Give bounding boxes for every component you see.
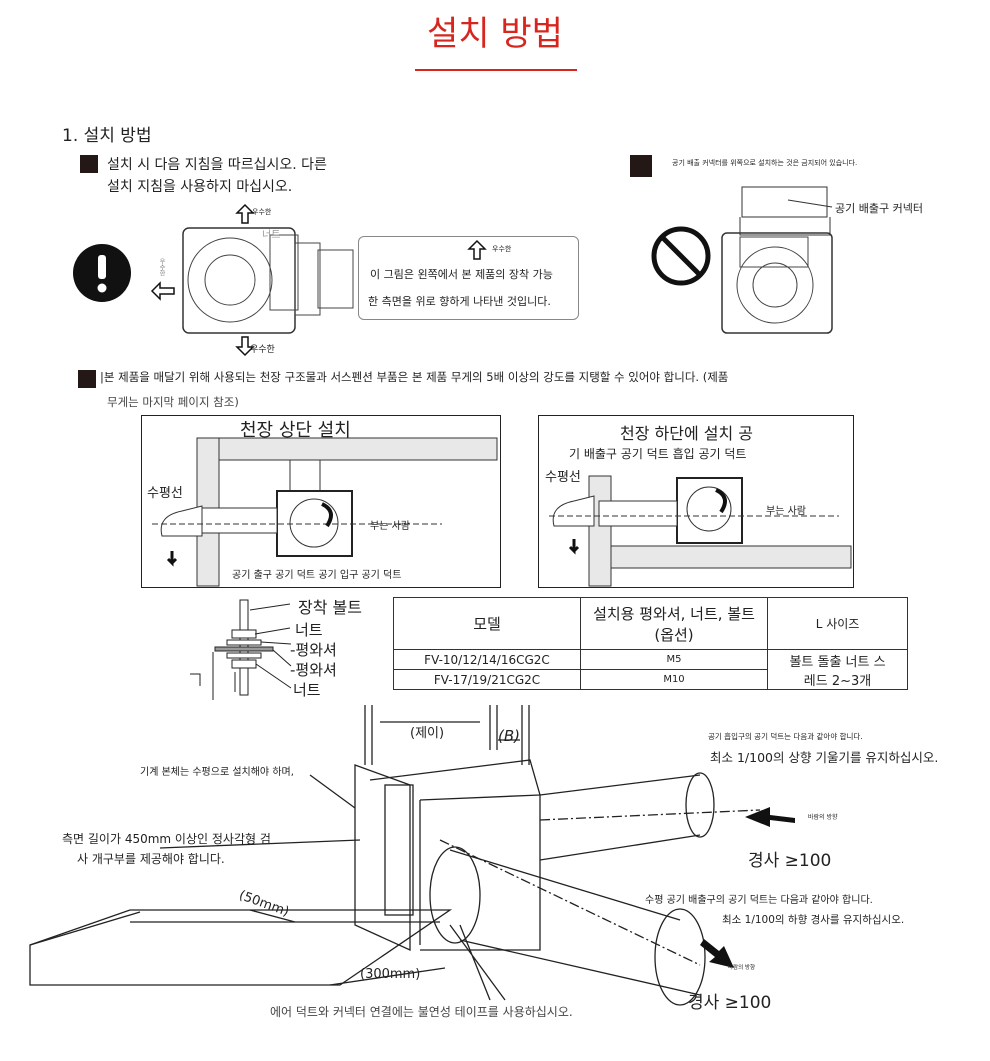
bolt-cell: M5 — [580, 649, 768, 670]
exhaust-line1: 수평 공기 배출구의 공기 덕트는 다음과 같아야 합니다. — [645, 895, 873, 906]
ceiling-lower-blade: 부는 사람 — [766, 506, 806, 517]
l-size-cell: 볼트 돌출 너트 스레드 2~3개 — [767, 649, 908, 690]
ceiling-upper-level: 수평선 — [147, 486, 183, 501]
dim-b-label: (B) — [498, 727, 520, 745]
title-underline — [415, 69, 577, 71]
bullet-square — [630, 155, 652, 177]
inspection-line2: 사 개구부를 제공해야 합니다. — [77, 852, 225, 866]
box-arrow-label: 우수한 — [492, 245, 512, 253]
top-orientation-label: 우수한 — [252, 208, 272, 216]
header-hardware: 설치용 평와셔, 너트, 볼트(옵션) — [580, 597, 768, 650]
ceiling-lower-level: 수평선 — [545, 470, 581, 485]
ceiling-lower-panel — [538, 415, 854, 588]
note2-line1: |본 제품을 매달기 위해 사용되는 천장 구조물과 서스펜션 부품은 본 제품… — [100, 370, 729, 384]
nut-label-top: 너트 — [295, 621, 323, 639]
ceiling-upper-duct: 공기 출구 공기 덕트 공기 입구 공기 덕트 — [232, 570, 402, 581]
note1-line1: 설치 시 다음 지침을 따르십시오. 다른 — [107, 157, 327, 173]
page-title: 설치 방법 — [427, 14, 563, 54]
explanation-box — [358, 236, 579, 320]
table-row: FV-17/19/21CG2C M10 — [393, 669, 908, 690]
box-line1: 이 그림은 왼쪽에서 본 제품의 장착 가능 — [370, 268, 553, 281]
ceiling-lower-diagram — [549, 475, 852, 587]
dim-a-label: (제이) — [410, 726, 445, 741]
nut-label-bottom: 너트 — [293, 681, 321, 699]
bolt-label: 장착 볼트 — [298, 598, 362, 617]
bolt-cell: M10 — [580, 669, 768, 690]
washer-label-2: -평와셔 — [290, 661, 337, 679]
model-cell: FV-17/19/21CG2C — [393, 669, 581, 690]
wind-direction-2: 바람의 방향 — [728, 965, 756, 971]
connector-label: 공기 배출구 커넥터 — [835, 202, 923, 215]
prohibited-text: 공기 배출 커넥터를 위쪽으로 설치하는 것은 금지되어 있습니다. — [672, 159, 858, 167]
ceiling-lower-title: 천장 하단에 설치 공 — [620, 424, 754, 443]
bottom-orientation-label: 우수한 — [250, 345, 275, 355]
header-l-size: L 사이즈 — [767, 597, 908, 650]
table-row: FV-10/12/14/16CG2C M5 볼트 돌출 너트 스레드 2~3개 — [393, 649, 908, 690]
spec-table: 모델 설치용 평와셔, 너트, 볼트(옵션) L 사이즈 FV-10/12/14… — [393, 597, 908, 690]
installation-diagram — [29, 705, 795, 1006]
fan-side-view-diagram — [150, 203, 354, 357]
section-heading: 1. 설치 방법 — [62, 126, 152, 146]
slope-label-1: 경사 ≥100 — [748, 851, 832, 871]
ceiling-upper-panel — [141, 415, 501, 588]
connector-up-diagram — [651, 186, 833, 334]
note2-line2: 무게는 마지막 페이지 참조) — [107, 395, 239, 409]
ceiling-lower-duct: 기 배출구 공기 덕트 흡입 공기 덕트 — [569, 447, 747, 461]
ceiling-upper-title: 천장 상단 설치 — [240, 420, 351, 441]
bullet-square — [78, 370, 96, 388]
ceiling-upper-blade: 부는 사람 — [370, 521, 410, 532]
ceiling-upper-diagram — [152, 437, 498, 587]
exhaust-line2: 최소 1/100의 하향 경사를 유지하십시오. — [722, 914, 905, 926]
note1-line2: 설치 지침을 사용하지 마십시오. — [107, 179, 293, 195]
washer-label-1: -평와셔 — [290, 641, 337, 659]
header-model: 모델 — [393, 597, 581, 650]
nut-label: 너트 — [262, 230, 281, 241]
horizontal-note: 기계 본체는 수평으로 설치해야 하며, — [140, 767, 294, 778]
tape-note: 에어 덕트와 커넥터 연결에는 불연성 테이프를 사용하십시오. — [270, 1005, 573, 1019]
dim-300-label: (300mm) — [360, 967, 421, 982]
intake-line2: 최소 1/100의 상향 기울기를 유지하십시오. — [710, 750, 939, 765]
bolt-diagram — [190, 599, 292, 700]
intake-line1: 공기 흡입구의 공기 덕트는 다음과 같아야 합니다. — [708, 732, 863, 741]
slope-label-2: 경사 ≥100 — [688, 993, 772, 1013]
warning-icon — [73, 244, 131, 302]
left-orientation-label: 우수한 — [158, 258, 165, 276]
inspection-line1: 측면 길이가 450mm 이상인 정사각형 검 — [62, 832, 271, 846]
box-line2: 한 측면을 위로 향하게 나타낸 것입니다. — [368, 295, 551, 308]
model-cell: FV-10/12/14/16CG2C — [393, 649, 581, 670]
wind-direction-1: 바람의 방향 — [808, 814, 838, 821]
up-arrow-icon — [467, 239, 487, 260]
bullet-square — [80, 155, 98, 173]
